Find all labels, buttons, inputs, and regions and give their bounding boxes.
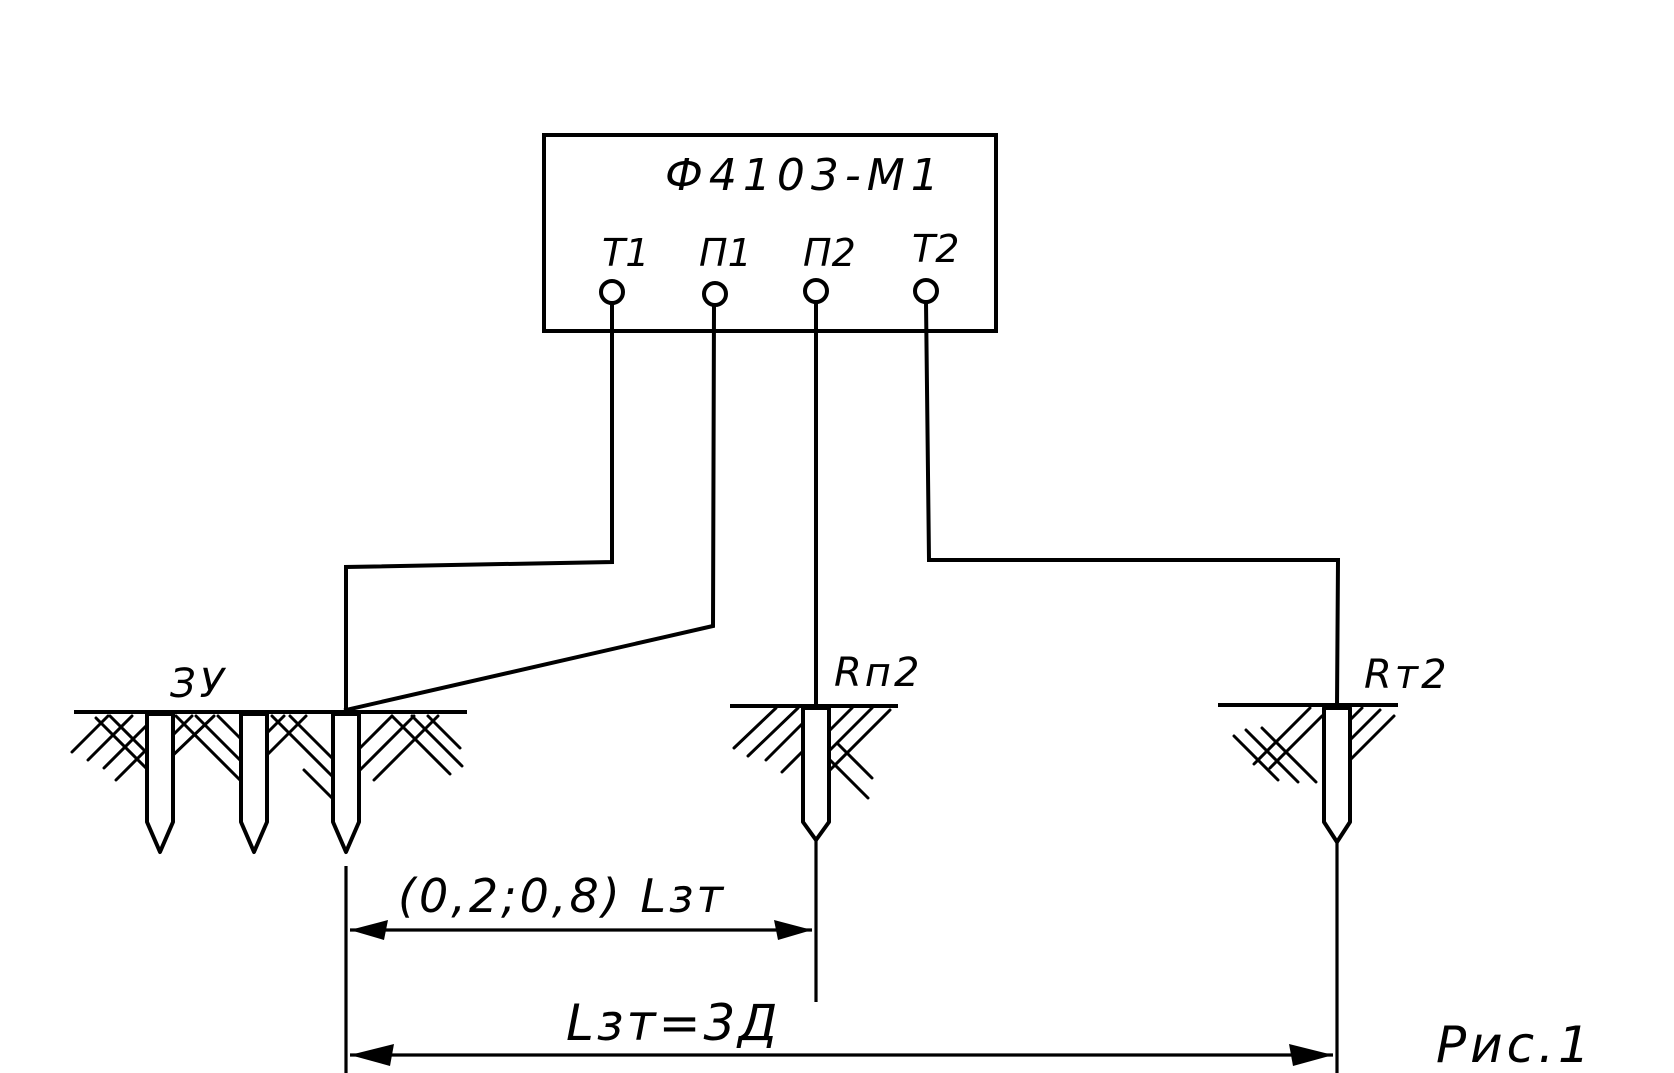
connection-wires: [343, 299, 1341, 714]
arrow-left-icon: [350, 920, 388, 940]
ground-hatching-icon: [70, 710, 467, 800]
ground-rod-icon: [1322, 706, 1352, 844]
dimension-inner-label: (0,2;0,8) Lзт: [398, 869, 726, 923]
terminal-circle-icon[interactable]: [803, 278, 829, 304]
figure-caption: Рис.1: [1436, 1016, 1594, 1073]
terminal-circle-icon[interactable]: [702, 281, 728, 307]
arrow-right-icon: [774, 920, 812, 940]
terminal-label-p1: П1: [699, 231, 752, 275]
wire-p1: [343, 302, 717, 713]
terminal-label-t2: Т2: [912, 227, 959, 271]
device-box: [542, 133, 998, 333]
current-electrode-label: Rт2: [1364, 652, 1450, 698]
terminal-circle-icon[interactable]: [599, 279, 625, 305]
dimension-lines: [344, 840, 1339, 1073]
potential-electrode-label: Rп2: [834, 650, 922, 696]
grounding-device-label: ЗУ: [170, 661, 228, 707]
terminal-circle-icon[interactable]: [913, 278, 939, 304]
ground-rod-icon: [239, 712, 269, 854]
arrow-left-icon: [350, 1044, 394, 1066]
wire-t1: [344, 301, 614, 714]
ground-rod-icon: [331, 712, 361, 854]
device-name: Ф4103-М1: [665, 150, 945, 201]
measuring-device: Ф4103-М1 Т1 П1 П2 Т2: [542, 133, 998, 333]
ground-rod-icon: [145, 712, 175, 854]
terminal-label-t1: Т1: [602, 231, 649, 275]
arrow-right-icon: [1289, 1044, 1333, 1066]
dimension-outer-label: Lзт=3Д: [566, 994, 780, 1052]
wire-t2: [923, 299, 1341, 709]
ground-hatching-icon: [1218, 703, 1398, 784]
terminal-label-p2: П2: [803, 231, 856, 275]
ground-rod-icon: [801, 706, 831, 842]
